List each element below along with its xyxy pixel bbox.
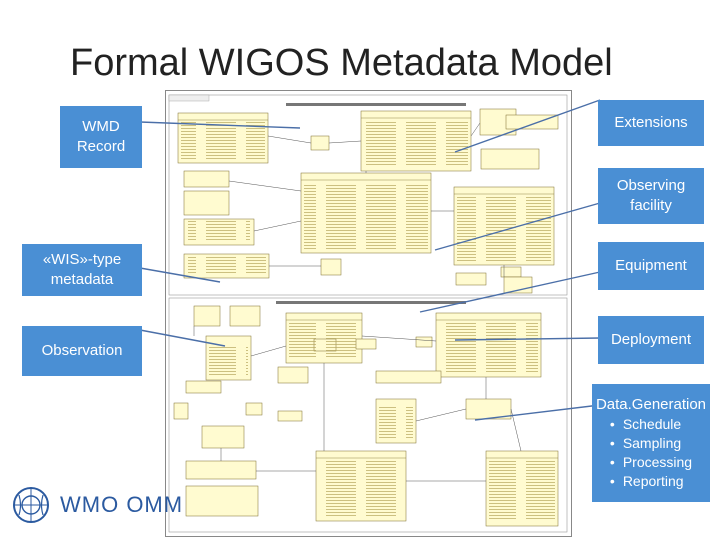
callout-data-generation: Data.Generation Schedule Sampling Proces… [592,384,710,502]
slide-title: Formal WIGOS Metadata Model [70,42,613,84]
callout-observing-facility: Observing facility [598,168,704,224]
callout-deployment: Deployment [598,316,704,364]
data-generation-item: Reporting [610,472,692,491]
callout-extensions-label: Extensions [614,114,688,131]
callout-observation-label: Observation [41,342,123,359]
callout-equipment: Equipment [598,242,704,290]
data-generation-list: Schedule Sampling Processing Reporting [610,415,692,491]
wmo-logo: WMO OMM [12,486,183,524]
callout-deployment-label: Deployment [610,331,692,348]
callout-data-generation-title: Data.Generation [595,396,707,413]
wmo-logo-text: WMO OMM [60,492,184,517]
callout-wmd-record-label: WMD Record [76,118,126,155]
data-generation-item: Schedule [610,415,692,434]
wmo-emblem-icon [13,487,49,523]
callout-wis-metadata-label: «WIS»-type metadata [42,251,122,288]
callout-observing-facility-label: Observing facility [616,177,686,214]
callout-equipment-label: Equipment [615,257,687,274]
data-generation-item: Sampling [610,434,692,453]
callout-wis-metadata: «WIS»-type metadata [22,244,142,296]
callout-extensions: Extensions [598,100,704,146]
callout-observation: Observation [22,326,142,376]
uml-diagram [165,90,572,537]
uml-diagram-drawing [168,94,568,533]
callout-wmd-record: WMD Record [60,106,142,168]
data-generation-item: Processing [610,453,692,472]
